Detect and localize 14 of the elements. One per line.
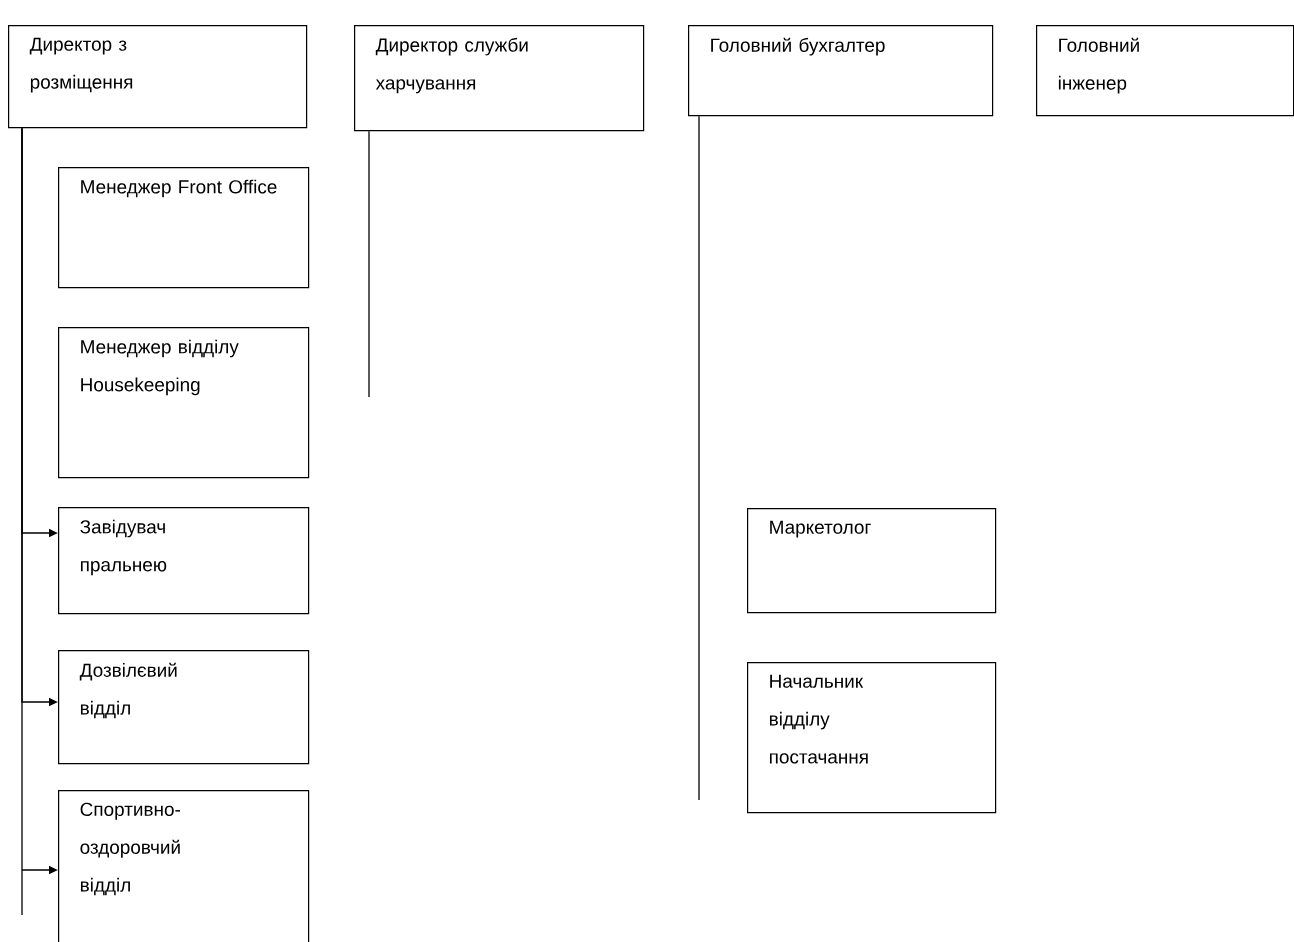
connector-line xyxy=(21,127,58,916)
position-box: Головний бухгалтер xyxy=(688,25,994,117)
position-box: Директор служби харчування xyxy=(354,25,645,132)
connector-line xyxy=(368,130,370,398)
position-box: Менеджер відділу Housekeeping xyxy=(58,327,310,479)
position-box: Головний інженер xyxy=(1036,25,1294,117)
position-box: Директор з розміщення xyxy=(8,25,308,129)
position-box: Менеджер Front Office xyxy=(58,167,310,289)
connector-line xyxy=(698,115,700,801)
position-box: Завідувач пральнею xyxy=(58,507,310,615)
position-box: Спортивно-оздоровчий відділ xyxy=(58,790,310,942)
position-box: Маркетолог xyxy=(747,508,997,614)
position-box: Начальник відділу постачання xyxy=(747,662,997,814)
position-box: Дозвілєвий відділ xyxy=(58,650,310,765)
